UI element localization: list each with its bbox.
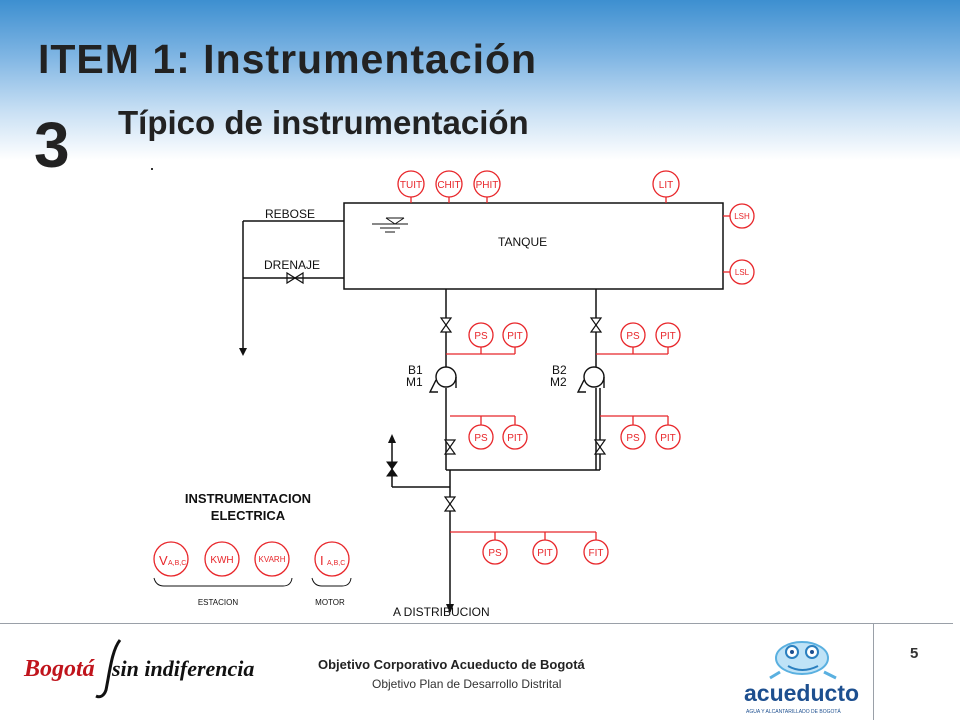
svg-text:LIT: LIT [659, 180, 673, 191]
svg-text:PIT: PIT [660, 433, 676, 444]
svg-text:PS: PS [474, 331, 488, 342]
drain-outlet-arrow [239, 348, 247, 356]
tuit-instrument: TUIT [397, 170, 425, 198]
svg-text:LSL: LSL [735, 268, 750, 277]
pump2-name: B2 [552, 363, 567, 377]
pit-outlet: PIT [532, 539, 558, 565]
bypass-arrow [388, 434, 396, 443]
kwh-instrument: KWH [204, 541, 240, 577]
footer-title: Objetivo Corporativo Acueducto de Bogotá [318, 657, 585, 672]
lsl-instrument: LSL [729, 259, 755, 285]
distribution-arrow [446, 604, 454, 613]
page-number: 5 [910, 645, 919, 662]
rebose-label: REBOSE [265, 207, 315, 221]
electrical-title-1: INSTRUMENTACION [185, 491, 311, 506]
svg-text:AGUA Y ALCANTARILLADO DE BOGOT: AGUA Y ALCANTARILLADO DE BOGOTÁ [746, 708, 841, 715]
svg-text:PS: PS [474, 433, 488, 444]
svg-text:V: V [159, 553, 168, 568]
ps-b2-suction: PS [620, 322, 646, 348]
slide-subtitle: Típico de instrumentación [118, 104, 529, 141]
overflow-drain-piping [242, 220, 344, 352]
acueducto-logo: acueducto AGUA Y ALCANTARILLADO DE BOGOT… [744, 641, 859, 715]
drenaje-label: DRENAJE [264, 258, 320, 272]
footer-divider [0, 623, 953, 624]
tank [343, 202, 724, 290]
lsh-instrument: LSH [729, 203, 755, 229]
svg-text:PIT: PIT [507, 433, 523, 444]
ps-outlet: PS [482, 539, 508, 565]
valve-main-outlet [443, 496, 457, 512]
distribution-label: A DISTRIBUCION [393, 605, 490, 619]
valve-b2-discharge [593, 439, 607, 455]
stray-dot [151, 168, 153, 170]
svg-text:PS: PS [626, 433, 640, 444]
lit-instrument: LIT [652, 170, 680, 198]
svg-text:sin indiferencia: sin indiferencia [111, 656, 254, 681]
pit-b1-suction: PIT [502, 322, 528, 348]
chit-instrument: CHIT [435, 170, 463, 198]
tank-label: TANQUE [498, 235, 547, 249]
svg-text:A,B,C: A,B,C [168, 560, 186, 567]
svg-text:FIT: FIT [589, 548, 604, 559]
svg-text:PS: PS [626, 331, 640, 342]
bogota-logo: Bogotá sin indiferencia [23, 639, 254, 699]
valve-bypass [386, 461, 398, 477]
footer-subtitle: Objetivo Plan de Desarrollo Distrital [372, 677, 562, 691]
svg-text:I: I [320, 553, 324, 568]
water-level-symbol [372, 217, 408, 233]
electrical-title-2: ELECTRICA [211, 508, 286, 523]
valve-b2-suction [589, 317, 603, 333]
slide-title: ITEM 1: Instrumentación [38, 36, 538, 82]
valve-b1-suction [439, 317, 453, 333]
pit-b1-discharge: PIT [502, 424, 528, 450]
svg-text:PIT: PIT [537, 548, 553, 559]
svg-text:acueducto: acueducto [744, 680, 859, 706]
svg-text:LSH: LSH [734, 212, 750, 221]
svg-text:KWH: KWH [210, 555, 233, 566]
svg-text:CHIT: CHIT [437, 180, 460, 191]
footer-page-divider [873, 623, 874, 720]
svg-text:Bogotá: Bogotá [23, 656, 96, 682]
phit-instrument: PHIT [473, 170, 501, 198]
section-number: 3 [34, 109, 70, 181]
pump1-motor: M1 [406, 375, 423, 389]
svg-text:TUIT: TUIT [400, 180, 422, 191]
pit-b2-suction: PIT [655, 322, 681, 348]
svg-text:PIT: PIT [660, 331, 676, 342]
legend-brackets [153, 577, 352, 587]
svg-text:PHIT: PHIT [476, 180, 499, 191]
pump-b1 [428, 366, 457, 393]
kvarh-instrument: KVARH [254, 541, 290, 577]
voltmeter-instrument: V A,B,C [153, 541, 189, 577]
motor-label: MOTOR [315, 598, 345, 607]
header-band [0, 0, 960, 160]
ps-b2-discharge: PS [620, 424, 646, 450]
ps-b1-discharge: PS [468, 424, 494, 450]
pit-b2-discharge: PIT [655, 424, 681, 450]
drain-valve [286, 271, 304, 285]
svg-text:PS: PS [488, 548, 502, 559]
valve-b1-discharge [443, 439, 457, 455]
svg-text:PIT: PIT [507, 331, 523, 342]
pump2-motor: M2 [550, 375, 567, 389]
ammeter-instrument: I A,B,C [314, 541, 350, 577]
fit-outlet: FIT [583, 539, 609, 565]
svg-text:A,B,C: A,B,C [327, 560, 345, 567]
pump1-name: B1 [408, 363, 423, 377]
pump-b2 [576, 366, 605, 393]
station-label: ESTACION [198, 598, 239, 607]
ps-b1-suction: PS [468, 322, 494, 348]
svg-text:KVARH: KVARH [259, 555, 286, 564]
